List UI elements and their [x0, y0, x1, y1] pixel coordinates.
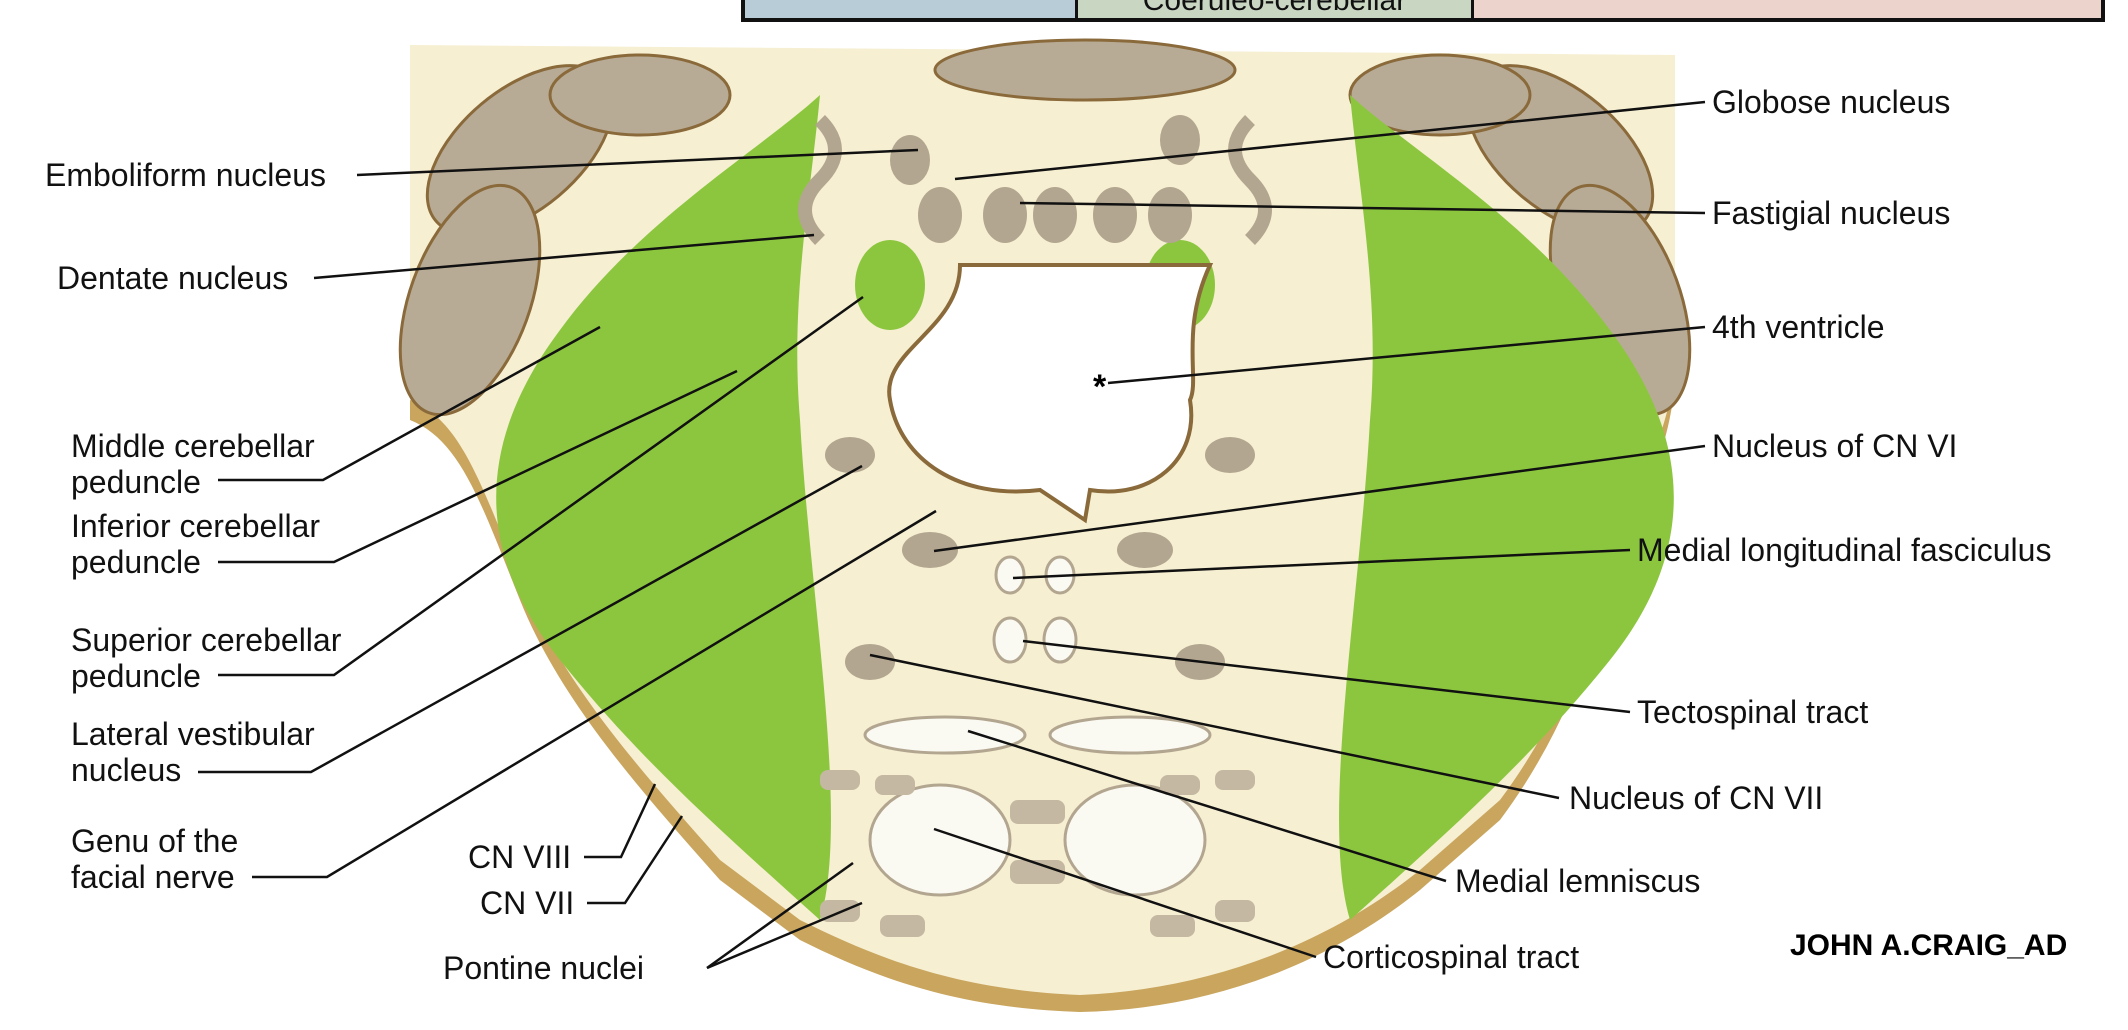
label-dentate-nucleus: Dentate nucleus	[57, 260, 289, 296]
label-line: Lateral vestibular	[71, 716, 315, 752]
label-line: Superior cerebellar	[71, 622, 342, 658]
cerebellar-peduncle-left	[496, 95, 831, 920]
label-medial-lemniscus: Medial lemniscus	[1455, 863, 1701, 899]
table-fragment: Coeruleo-cerebellar	[741, 0, 2105, 22]
label-tectospinal-tract: Tectospinal tract	[1637, 694, 1869, 730]
cerebellar-folia	[398, 38, 1692, 417]
cerebellar-peduncle-right	[1339, 95, 1674, 920]
leader-lines	[198, 100, 1706, 970]
label-line: Inferior cerebellar	[71, 508, 320, 544]
deep-nuclei	[798, 115, 1272, 680]
label-nucleus-cn-vii: Nucleus of CN VII	[1569, 780, 1824, 816]
white-tracts	[863, 555, 1212, 897]
label-cn-vii: CN VII	[480, 885, 575, 921]
label-line: peduncle	[71, 464, 201, 500]
label-line: Genu of the	[71, 823, 239, 859]
label-line: nucleus	[71, 752, 182, 788]
label-line: facial nerve	[71, 859, 235, 895]
label-fastigial-nucleus: Fastigial nucleus	[1712, 195, 1951, 231]
signature-text: JOHN A.CRAIG_AD	[1790, 929, 2067, 962]
label-4th-ventricle: 4th ventricle	[1712, 309, 1885, 345]
artist-signature: JOHN A.CRAIG_AD	[1790, 929, 2067, 962]
label-corticospinal-tract: Corticospinal tract	[1323, 939, 1580, 975]
label-line: peduncle	[71, 544, 201, 580]
label-emboliform-nucleus: Emboliform nucleus	[45, 157, 326, 193]
label-line: peduncle	[71, 658, 201, 694]
table-cell	[1474, 0, 2101, 18]
table-cell: Coeruleo-cerebellar	[1078, 0, 1474, 18]
label-nucleus-cn-vi: Nucleus of CN VI	[1712, 428, 1958, 464]
label-cn-viii: CN VIII	[468, 839, 572, 875]
label-pontine-nuclei: Pontine nuclei	[443, 950, 645, 986]
ventricle-asterisk: *	[1093, 368, 1107, 406]
table-cell	[745, 0, 1078, 18]
label-medial-longitudinal-fasciculus: Medial longitudinal fasciculus	[1637, 532, 2052, 568]
label-line: Middle cerebellar	[71, 428, 315, 464]
label-globose-nucleus: Globose nucleus	[1712, 84, 1951, 120]
